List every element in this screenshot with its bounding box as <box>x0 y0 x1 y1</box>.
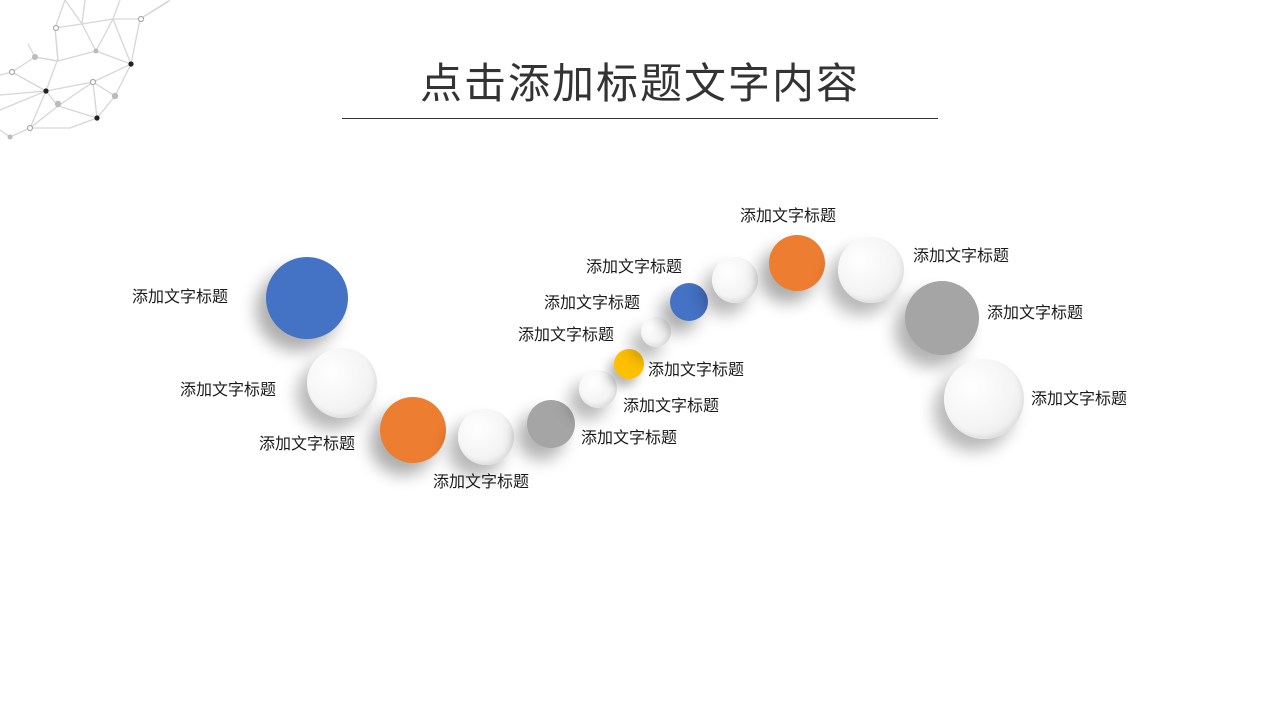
bubble-orange <box>769 235 825 291</box>
network-decoration-icon <box>0 0 171 140</box>
slide-title[interactable]: 点击添加标题文字内容 <box>419 59 860 108</box>
bubble-label[interactable]: 添加文字标题 <box>581 428 678 447</box>
bubble-label[interactable]: 添加文字标题 <box>132 287 229 306</box>
bubble-white <box>307 348 377 418</box>
bubble-blue <box>266 257 348 339</box>
bubble-label[interactable]: 添加文字标题 <box>648 360 745 379</box>
bubble-orange <box>380 397 446 463</box>
bubble-gray <box>905 281 979 355</box>
bubble-white <box>838 237 904 303</box>
bubble-blue <box>670 283 708 321</box>
bubble-yellow <box>614 349 644 379</box>
bubble-label[interactable]: 添加文字标题 <box>259 434 356 453</box>
bubble-label[interactable]: 添加文字标题 <box>987 303 1084 322</box>
bubble-label[interactable]: 添加文字标题 <box>586 257 683 276</box>
bubble-white <box>944 359 1024 439</box>
bubble-label[interactable]: 添加文字标题 <box>518 325 615 344</box>
title-underline <box>342 118 938 119</box>
bubble-label[interactable]: 添加文字标题 <box>544 293 641 312</box>
bubble-label[interactable]: 添加文字标题 <box>433 472 530 491</box>
bubble-label[interactable]: 添加文字标题 <box>740 206 837 225</box>
bubble-label[interactable]: 添加文字标题 <box>180 380 277 399</box>
bubble-label[interactable]: 添加文字标题 <box>913 246 1010 265</box>
bubble-white <box>458 409 514 465</box>
bubble-white <box>641 317 671 347</box>
bubble-label[interactable]: 添加文字标题 <box>1031 389 1128 408</box>
bubble-gray <box>527 400 575 448</box>
bubble-label[interactable]: 添加文字标题 <box>623 396 720 415</box>
bubble-white <box>712 257 758 303</box>
bubble-white <box>579 370 617 408</box>
